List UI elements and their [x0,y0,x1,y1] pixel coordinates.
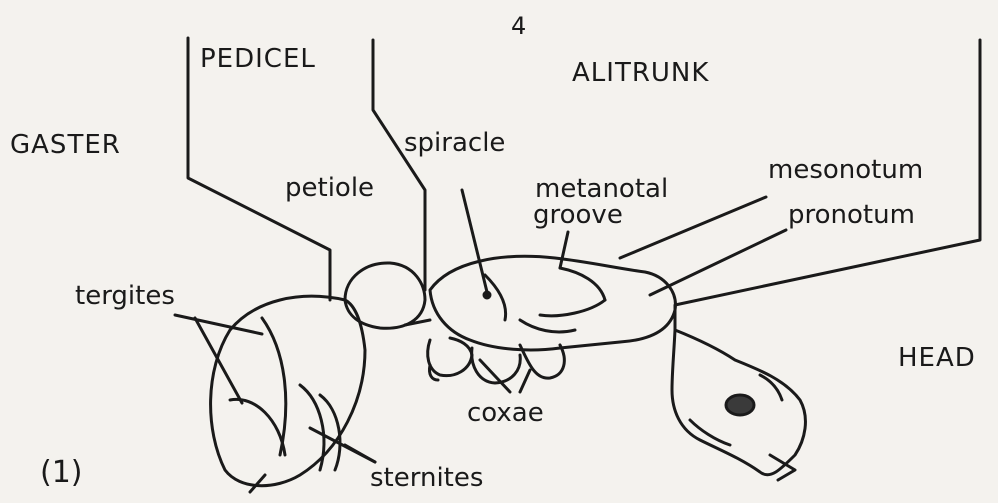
page-number: 4 [511,14,526,38]
coxae-leader-2 [520,370,530,392]
figure-number: (1) [40,458,83,488]
pedicel-left-bracket [188,38,330,300]
coxae-leader-1 [480,360,510,392]
spiracle-label: spiracle [404,130,505,156]
head-label: HEAD [898,345,976,371]
pedicel-right-bracket [373,40,425,290]
alitrunk-label: ALITRUNK [572,60,709,86]
head-outline [672,330,805,480]
gaster-label: GASTER [10,132,121,158]
spiracle-leader [462,190,487,292]
gaster-outline [211,296,365,492]
tergites-label: tergites [75,283,175,309]
petiole-label: petiole [285,175,374,201]
tergites-leader-2 [195,318,242,403]
metanotal-label: metanotal [535,176,668,202]
coxae-label: coxae [467,400,544,426]
pronotum-label: pronotum [788,202,915,228]
groove-label: groove [533,202,623,228]
pedicel-label: PEDICEL [200,46,316,72]
alitrunk-outline [430,256,675,350]
mesonotum-label: mesonotum [768,157,923,183]
metanotal-groove-leader [560,232,568,268]
tergites-leader-1 [175,315,262,334]
sternites-label: sternites [370,465,483,491]
head-bracket [675,40,980,330]
